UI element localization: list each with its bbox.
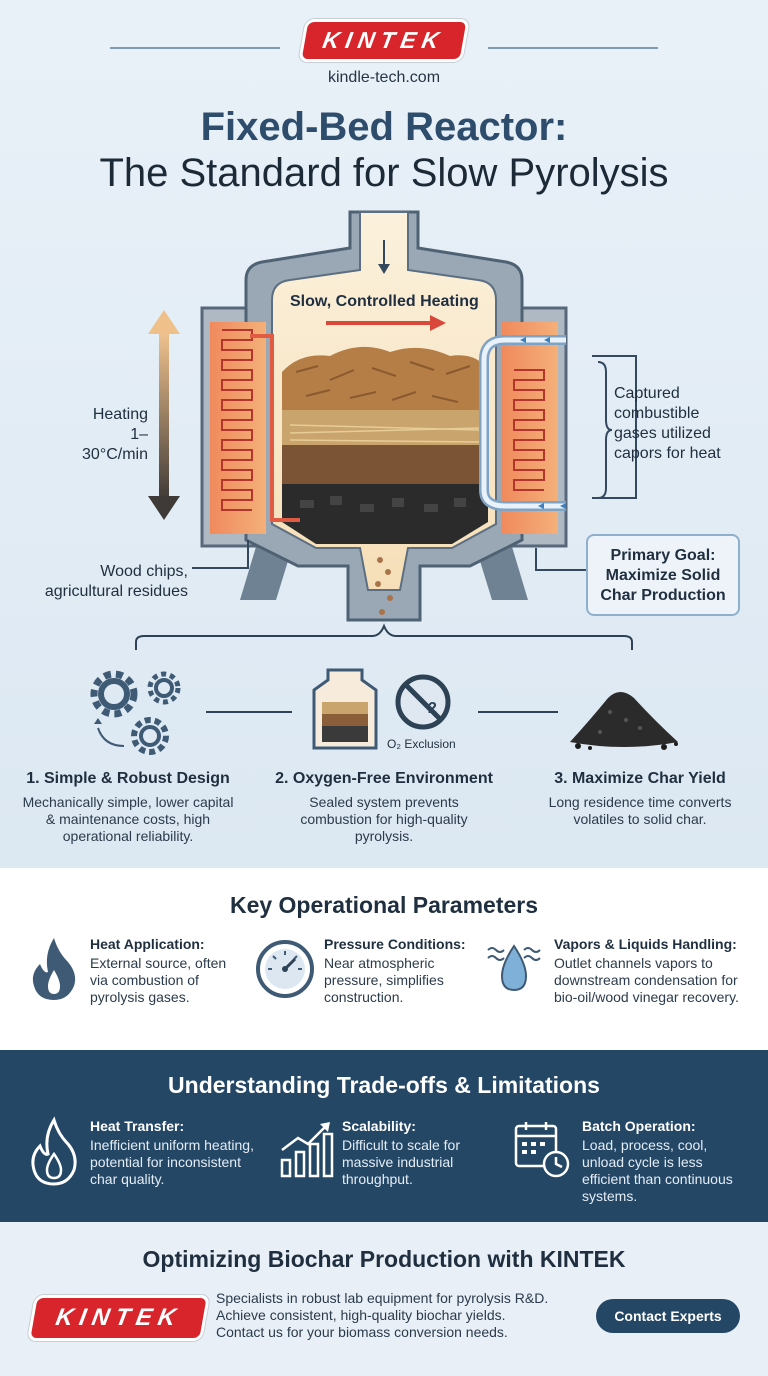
cta-heading: Optimizing Biochar Production with KINTE… — [142, 1246, 626, 1272]
param-3-title: Vapors & Liquids Handling: — [554, 936, 737, 952]
feature-3-title: 3. Maximize Char Yield — [554, 770, 726, 787]
heating-coil-left — [221, 329, 253, 511]
primary-goal-box: Primary Goal: Maximize Solid Char Produc… — [586, 534, 740, 616]
tradeoff-scalability: Scalability: Difficult to scale for mass… — [342, 1118, 502, 1188]
captured-gases-line-2: combustible — [614, 405, 700, 422]
goal-line-1: Primary Goal: — [610, 547, 716, 564]
cta-desc-line-2: Achieve consistent, high-quality biochar… — [216, 1307, 506, 1323]
title-line-1: Fixed-Bed Reactor: — [200, 105, 568, 149]
tradeoff-batch-operation: Batch Operation: Load, process, cool, un… — [582, 1118, 752, 1205]
o2-badge-text: 2 — [428, 700, 437, 717]
params-heading: Key Operational Parameters — [229, 892, 539, 918]
feature-simple-design: 1. Simple & Robust Design Mechanically s… — [0, 770, 256, 845]
reactor-diagram — [135, 210, 637, 650]
param-heat-application: Heat Application: External source, often… — [90, 936, 240, 1006]
char-outlet — [375, 557, 393, 615]
param-1-text: External source, often via combustion of… — [90, 955, 227, 1005]
param-3-text: Outlet channels vapors to downstream con… — [554, 955, 739, 1005]
captured-gases-line-1: Captured — [614, 385, 680, 402]
feature-oxygen-free: 2. Oxygen-Free Environment Sealed system… — [256, 770, 512, 845]
tradeoffs-heading: Understanding Trade-offs & Limitations — [168, 1072, 600, 1098]
tradeoff-1-text: Inefficient uniform heating, potential f… — [90, 1137, 254, 1187]
gas-recirculation-pipe — [479, 335, 566, 511]
tradeoff-1-title: Heat Transfer: — [90, 1118, 185, 1134]
tradeoff-heat-transfer: Heat Transfer: Inefficient uniform heati… — [90, 1118, 270, 1188]
feature-2-text: Sealed system prevents combustion for hi… — [300, 794, 468, 844]
captured-gases-line-4: capors for heat — [614, 445, 721, 462]
cta-section: Optimizing Biochar Production with KINTE… — [0, 1222, 768, 1376]
operational-parameters-section: Key Operational Parameters Heat Applicat… — [0, 868, 768, 1050]
contact-experts-button[interactable]: Contact Experts — [596, 1299, 740, 1333]
param-pressure: Pressure Conditions: Near atmospheric pr… — [324, 936, 484, 1006]
heating-coil-right — [513, 369, 545, 491]
calendar-clock-icon — [514, 1122, 570, 1178]
feature-2-title: 2. Oxygen-Free Environment — [275, 770, 493, 787]
slow-heating-label: Slow, Controlled Heating — [290, 293, 479, 310]
features-row: 2 O₂ Exclusion 1. Simple & Robust Design… — [0, 650, 768, 860]
site-url[interactable]: kindle-tech.com — [327, 69, 441, 86]
heating-rate-line-1: Heating — [92, 406, 148, 423]
goal-line-2: Maximize Solid — [605, 567, 721, 584]
heating-rate-label: Heating 1–30°C/min — [70, 405, 148, 465]
goal-line-3: Char Production — [600, 587, 726, 604]
divider-right — [488, 47, 658, 49]
gases-callout-bracket — [535, 355, 637, 571]
tradeoff-3-text: Load, process, cool, unload cycle is les… — [582, 1137, 733, 1204]
growth-chart-icon — [280, 1122, 334, 1178]
feature-3-text: Long residence time converts volatiles t… — [548, 794, 732, 827]
kintek-logo-text: KINTEK — [30, 1298, 207, 1338]
param-1-title: Heat Application: — [90, 936, 205, 952]
captured-gases-label: Captured combustible gases utilized capo… — [614, 384, 721, 464]
heating-arrow — [326, 315, 446, 331]
header: KINTEK kindle-tech.com — [0, 22, 768, 87]
gears-icon — [90, 670, 181, 755]
tradeoff-2-text: Difficult to scale for massive industria… — [342, 1137, 461, 1187]
hot-gas-pipe — [250, 334, 300, 522]
gauge-icon — [256, 940, 314, 998]
divider-left — [110, 47, 280, 49]
tradeoff-2-title: Scalability: — [342, 1118, 416, 1134]
param-vapors-liquids: Vapors & Liquids Handling: Outlet channe… — [554, 936, 754, 1006]
kintek-logo[interactable]: KINTEK — [301, 22, 467, 59]
char-pile-icon — [570, 692, 678, 750]
param-2-text: Near atmospheric pressure, simplifies co… — [324, 955, 444, 1005]
param-2-title: Pressure Conditions: — [324, 936, 466, 952]
flame-icon — [32, 938, 76, 1000]
features-icons: 2 O₂ Exclusion — [90, 668, 678, 755]
feature-char-yield: 3. Maximize Char Yield Long residence ti… — [512, 770, 768, 828]
feedstock-line-1: Wood chips, — [100, 563, 188, 580]
feedstock-label: Wood chips, agricultural residues — [28, 562, 188, 602]
droplet-icon — [487, 944, 541, 992]
feed-arrow — [378, 240, 390, 274]
cta-desc-line-3: Contact us for your biomass conversion n… — [216, 1324, 508, 1340]
o2-exclusion-label: O₂ Exclusion — [387, 737, 456, 751]
page-title: Fixed-Bed Reactor: The Standard for Slow… — [0, 104, 768, 196]
sealed-vessel-icon — [312, 668, 378, 750]
tradeoffs-section: Understanding Trade-offs & Limitations H… — [0, 1050, 768, 1222]
heater-left — [210, 322, 266, 534]
cta-description: Specialists in robust lab equipment for … — [216, 1290, 548, 1341]
feedstock-line-2: agricultural residues — [44, 583, 188, 600]
features-brace — [135, 623, 633, 650]
captured-gases-line-3: gases utilized — [614, 425, 711, 442]
kintek-logo-bottom[interactable]: KINTEK — [30, 1298, 207, 1338]
feature-1-title: 1. Simple & Robust Design — [26, 770, 230, 787]
flame-outline-icon — [31, 1116, 77, 1186]
heating-rate-arrow — [148, 310, 180, 520]
feature-1-text: Mechanically simple, lower capital & mai… — [22, 794, 234, 844]
biomass-bed — [282, 346, 488, 544]
cta-desc-line-1: Specialists in robust lab equipment for … — [216, 1290, 549, 1306]
tradeoff-3-title: Batch Operation: — [582, 1118, 696, 1134]
no-oxygen-icon: 2 — [395, 674, 451, 730]
heater-right — [502, 322, 558, 534]
title-line-2: The Standard for Slow Pyrolysis — [99, 151, 669, 195]
heating-rate-line-2: 1–30°C/min — [82, 426, 148, 463]
feed-leader-line — [192, 540, 249, 569]
